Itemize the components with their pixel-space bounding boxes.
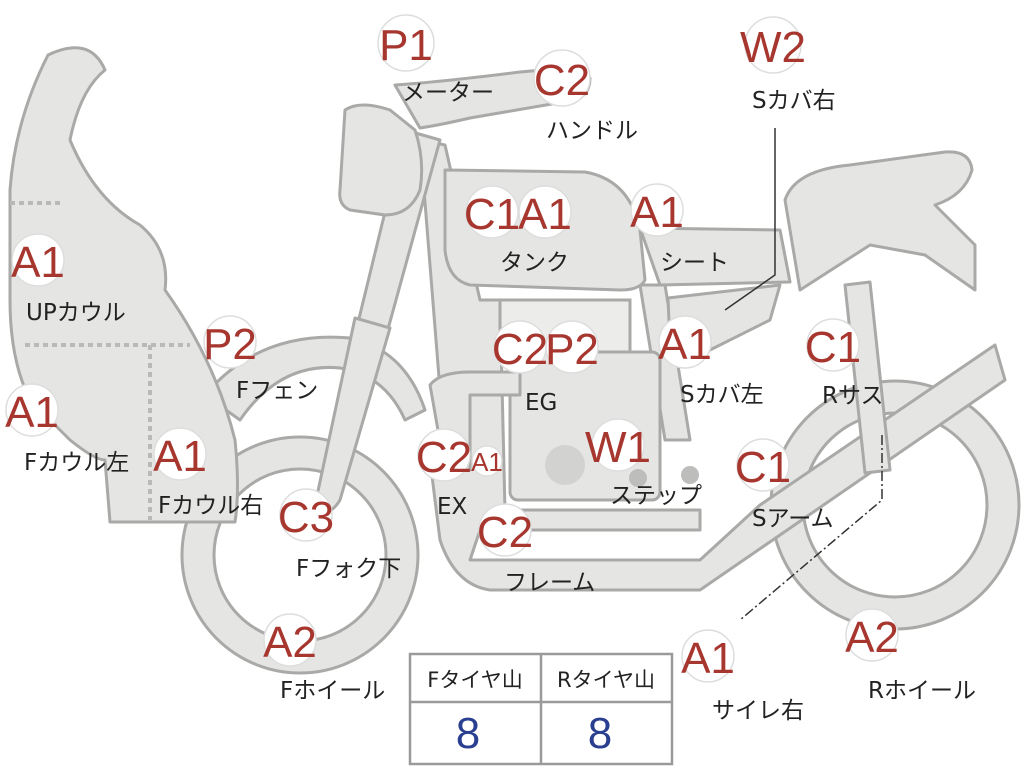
grade-meter: P1 [379,21,433,70]
part-s-arm: C1 Sアーム [735,438,834,532]
part-f-cowl-left: A1 Fカウル左 [5,383,129,476]
label-handle: ハンドル [546,118,638,144]
label-f-cowl-left: Fカウル左 [24,450,129,476]
label-exhaust: EX [437,494,468,520]
label-r-suspension: Rサス [822,383,884,409]
part-step: W1 ステップ [585,418,702,509]
label-up-cowl: UPカウル [26,300,126,326]
tire-table-value-front: 8 [456,709,480,758]
part-frame: C2 フレーム [477,503,595,596]
grade-tank-1: C1 [464,190,520,239]
label-r-wheel: Rホイール [868,678,976,704]
grade-seat: A1 [630,188,684,237]
part-f-cowl-right: A1 Fカウル右 [153,427,263,519]
grade-handle: C2 [534,56,590,105]
grade-step: W1 [585,423,651,472]
grade-f-cowl-right: A1 [153,432,207,481]
grade-exhaust-2: A1 [471,447,503,477]
grade-s-cover-right: W2 [740,23,806,72]
grade-frame: C2 [477,508,533,557]
part-s-cover-right: W2 Sカバ右 [740,16,836,114]
grade-f-cowl-left: A1 [5,388,59,437]
label-tank: タンク [500,250,569,276]
grade-engine-2: P2 [545,325,599,374]
seat-shape [638,226,792,287]
grade-f-fender: P2 [203,320,257,369]
part-seat: A1 シート [630,183,729,276]
part-engine: C2 P2 EG [492,320,599,416]
label-frame: フレーム [504,570,595,596]
label-f-fork-lower: Fフォク下 [296,556,401,582]
part-f-wheel: A2 Fホイール [263,613,385,704]
label-silencer-right: サイレ右 [712,698,804,724]
tail-cowl [783,150,977,292]
grade-r-suspension: C1 [805,323,861,372]
label-step: ステップ [610,483,702,509]
tire-table-value-rear: 8 [588,709,612,758]
label-seat: シート [660,250,729,276]
part-silencer-right: A1 サイレ右 [681,629,804,724]
tire-table-header-rear: Rタイヤ山 [557,668,655,692]
label-f-cowl-right: Fカウル右 [158,493,263,519]
front-cowl [8,46,239,524]
part-s-cover-left: A1 Sカバ左 [658,315,764,408]
grade-s-cover-left: A1 [658,320,712,369]
part-handle: C2 ハンドル [533,49,638,144]
label-f-wheel: Fホイール [280,678,385,704]
grade-silencer-right: A1 [681,634,735,683]
part-up-cowl: A1 UPカウル [11,233,126,326]
label-engine: EG [525,390,557,416]
grade-engine-1: C2 [492,325,548,374]
grade-r-wheel: A2 [845,613,899,662]
label-s-cover-right: Sカバ右 [752,88,836,114]
label-s-cover-left: Sカバ左 [680,382,764,408]
tire-table-header-front: Fタイヤ山 [427,668,522,692]
part-r-wheel: A2 Rホイール [845,608,976,704]
grade-f-wheel: A2 [263,618,317,667]
part-meter: P1 メーター [377,14,494,106]
grade-exhaust-1: C2 [416,433,472,482]
headlight-shape [338,103,424,217]
part-r-suspension: C1 Rサス [805,318,884,409]
part-tank: C1 A1 タンク [464,185,572,276]
grade-up-cowl: A1 [11,238,65,287]
part-f-fender: P2 Fフェン [203,315,318,404]
grade-tank-2: A1 [518,190,572,239]
part-f-fork-lower: C3 Fフォク下 [278,488,401,582]
grade-s-arm: C1 [735,443,791,492]
part-exhaust: C2 A1 EX [416,428,503,520]
tire-table: Fタイヤ山 Rタイヤ山 8 8 [408,652,674,766]
label-s-arm: Sアーム [752,506,834,532]
grade-f-fork-lower: C3 [278,493,334,542]
frame-shape [418,138,1007,592]
label-f-fender: Fフェン [236,378,318,404]
label-meter: メーター [402,80,494,106]
rear-suspension-shape [843,280,892,475]
